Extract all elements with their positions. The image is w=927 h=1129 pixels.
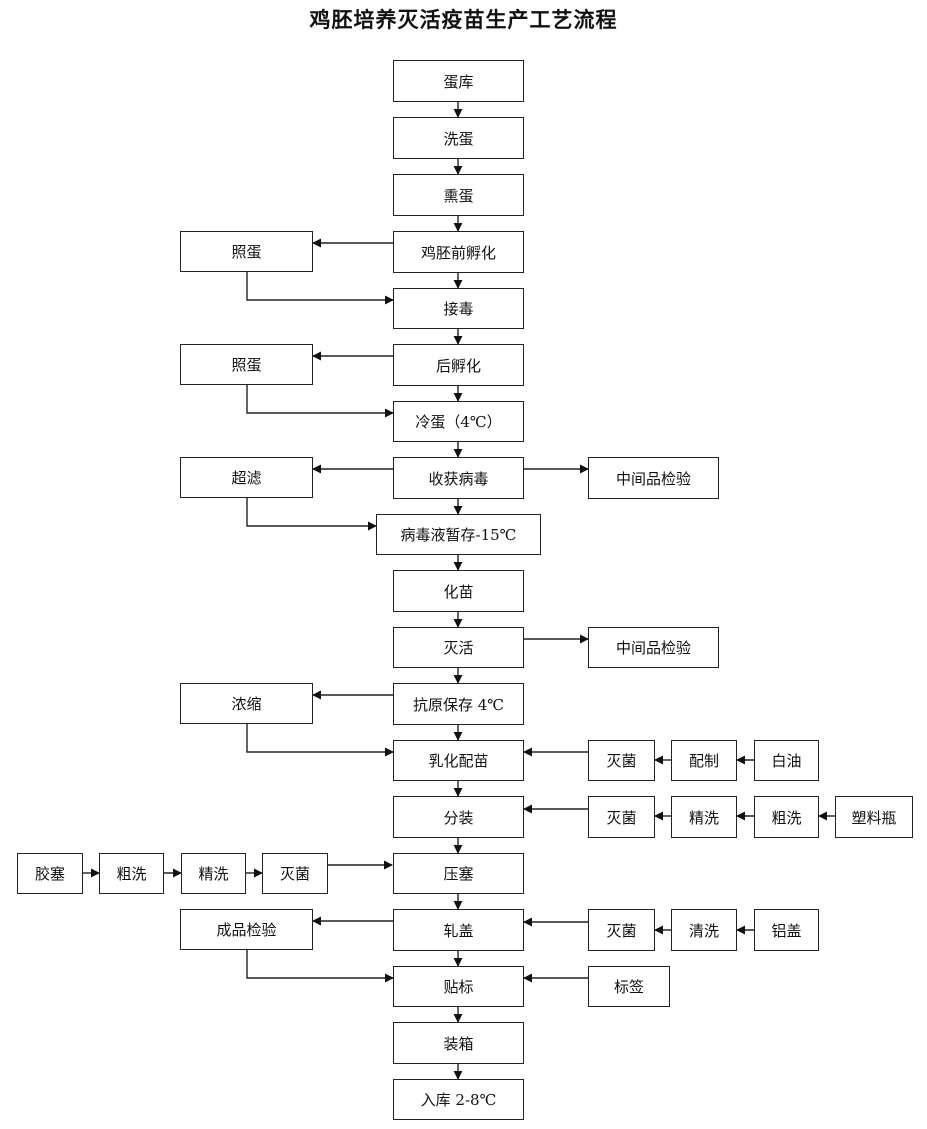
step-warehouse: 入库 2-8℃	[393, 1079, 524, 1120]
step-stopper: 胶塞	[17, 853, 83, 894]
arrow-concentration-to-emulsify	[246, 724, 394, 757]
step-inoculation: 接毒	[393, 288, 524, 329]
step-final-test: 成品检验	[180, 909, 313, 950]
step-candling-2: 照蛋	[180, 344, 313, 385]
step-post-incubation: 后孵化	[393, 344, 524, 386]
arrow-ultrafiltration-to-virus_storage	[246, 498, 377, 531]
step-egg-wash: 洗蛋	[393, 117, 524, 159]
step-intermediate-test-1: 中间品检验	[588, 457, 719, 499]
step-thaw-seed: 化苗	[393, 570, 524, 612]
step-fine-wash-stopper: 精洗	[181, 853, 246, 894]
step-inactivation: 灭活	[393, 627, 524, 668]
step-label: 标签	[588, 966, 670, 1007]
step-egg-chill: 冷蛋（4℃）	[393, 401, 524, 442]
step-filling: 分装	[393, 796, 524, 838]
step-sterilize-bottle: 灭菌	[588, 796, 655, 838]
step-white-oil: 白油	[754, 740, 819, 781]
step-capping: 轧盖	[393, 909, 524, 951]
step-pre-incubation: 鸡胚前孵化	[393, 231, 524, 273]
step-egg-storage: 蛋库	[393, 60, 524, 102]
diagram-title: 鸡胚培养灭活疫苗生产工艺流程	[309, 7, 618, 32]
step-labeling: 贴标	[393, 966, 524, 1007]
step-emulsify: 乳化配苗	[393, 740, 524, 781]
arrow-final_test-to-labeling	[246, 950, 394, 983]
step-candling-1: 照蛋	[180, 231, 313, 272]
step-egg-fumigate: 熏蛋	[393, 174, 524, 216]
step-ultrafiltration: 超滤	[180, 457, 313, 498]
step-plastic-bottle: 塑料瓶	[835, 796, 913, 838]
step-sterilize-stopper: 灭菌	[262, 853, 328, 894]
step-prepare-oil: 配制	[671, 740, 737, 781]
step-harvest-virus: 收获病毒	[393, 457, 524, 499]
step-sterilize-oil: 灭菌	[588, 740, 655, 781]
step-concentration: 浓缩	[180, 683, 313, 724]
step-boxing: 装箱	[393, 1022, 524, 1064]
step-fine-wash-bottle: 精洗	[671, 796, 737, 838]
step-clean-cap: 清洗	[671, 909, 737, 951]
step-sterilize-cap: 灭菌	[588, 909, 655, 951]
step-virus-storage: 病毒液暂存-15℃	[376, 514, 541, 555]
step-aluminum-cap: 铝盖	[754, 909, 819, 951]
step-intermediate-test-2: 中间品检验	[588, 627, 719, 668]
step-antigen-storage: 抗原保存 4℃	[393, 683, 524, 725]
arrow-candling_1-to-inoculation	[246, 272, 394, 305]
step-stoppering: 压塞	[393, 853, 524, 894]
step-rough-wash-bottle: 粗洗	[754, 796, 819, 838]
step-rough-wash-stopper: 粗洗	[99, 853, 164, 894]
arrow-candling_2-to-egg_chill	[246, 385, 394, 418]
